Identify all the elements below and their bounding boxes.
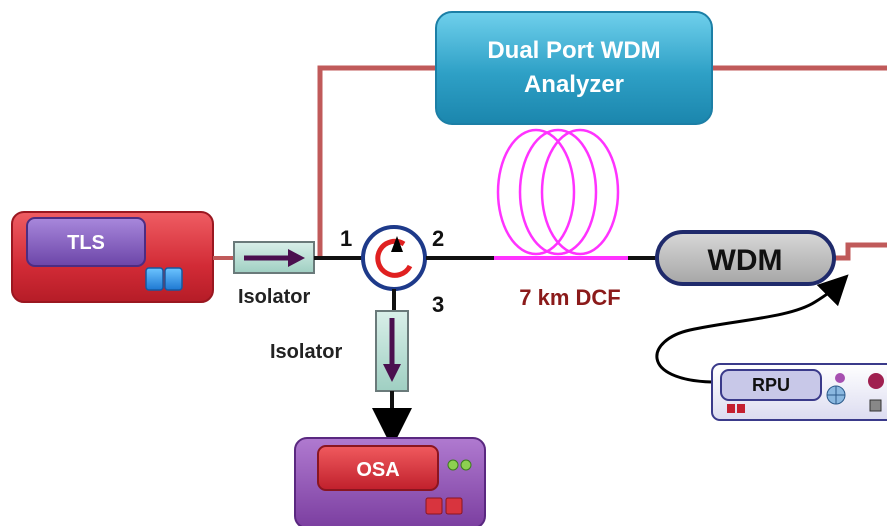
isolator-horizontal xyxy=(233,241,315,274)
analyzer-title-line2: Analyzer xyxy=(524,71,624,98)
rpu-label: RPU xyxy=(752,375,790,395)
isolator-vertical-label: Isolator xyxy=(270,341,342,363)
circulator-port-3: 3 xyxy=(432,292,444,317)
isolator-horizontal-label: Isolator xyxy=(238,286,310,308)
wdm-coupler: WDM xyxy=(655,230,836,286)
osa-analyzer: OSA xyxy=(294,437,486,526)
loop-lines xyxy=(317,65,887,261)
isolator-vertical xyxy=(375,310,409,392)
circulator-port-2: 2 xyxy=(432,226,444,251)
circulator-port-1: 1 xyxy=(340,226,352,251)
tls-label: TLS xyxy=(67,232,105,254)
circulator xyxy=(361,225,427,291)
pump-cable xyxy=(655,274,849,384)
rpu-unit: RPU xyxy=(711,363,887,421)
wdm-label: WDM xyxy=(708,244,783,277)
tls-port-2 xyxy=(164,267,183,291)
dcf-fiber-coil xyxy=(494,128,628,260)
wdm-analyzer-box: Dual Port WDM Analyzer xyxy=(435,11,713,125)
osa-label: OSA xyxy=(356,459,399,481)
tls-source: TLS xyxy=(11,211,214,303)
analyzer-title-line1: Dual Port WDM xyxy=(487,37,660,64)
fiber-label: 7 km DCF xyxy=(519,285,620,310)
tls-port-1 xyxy=(145,267,164,291)
